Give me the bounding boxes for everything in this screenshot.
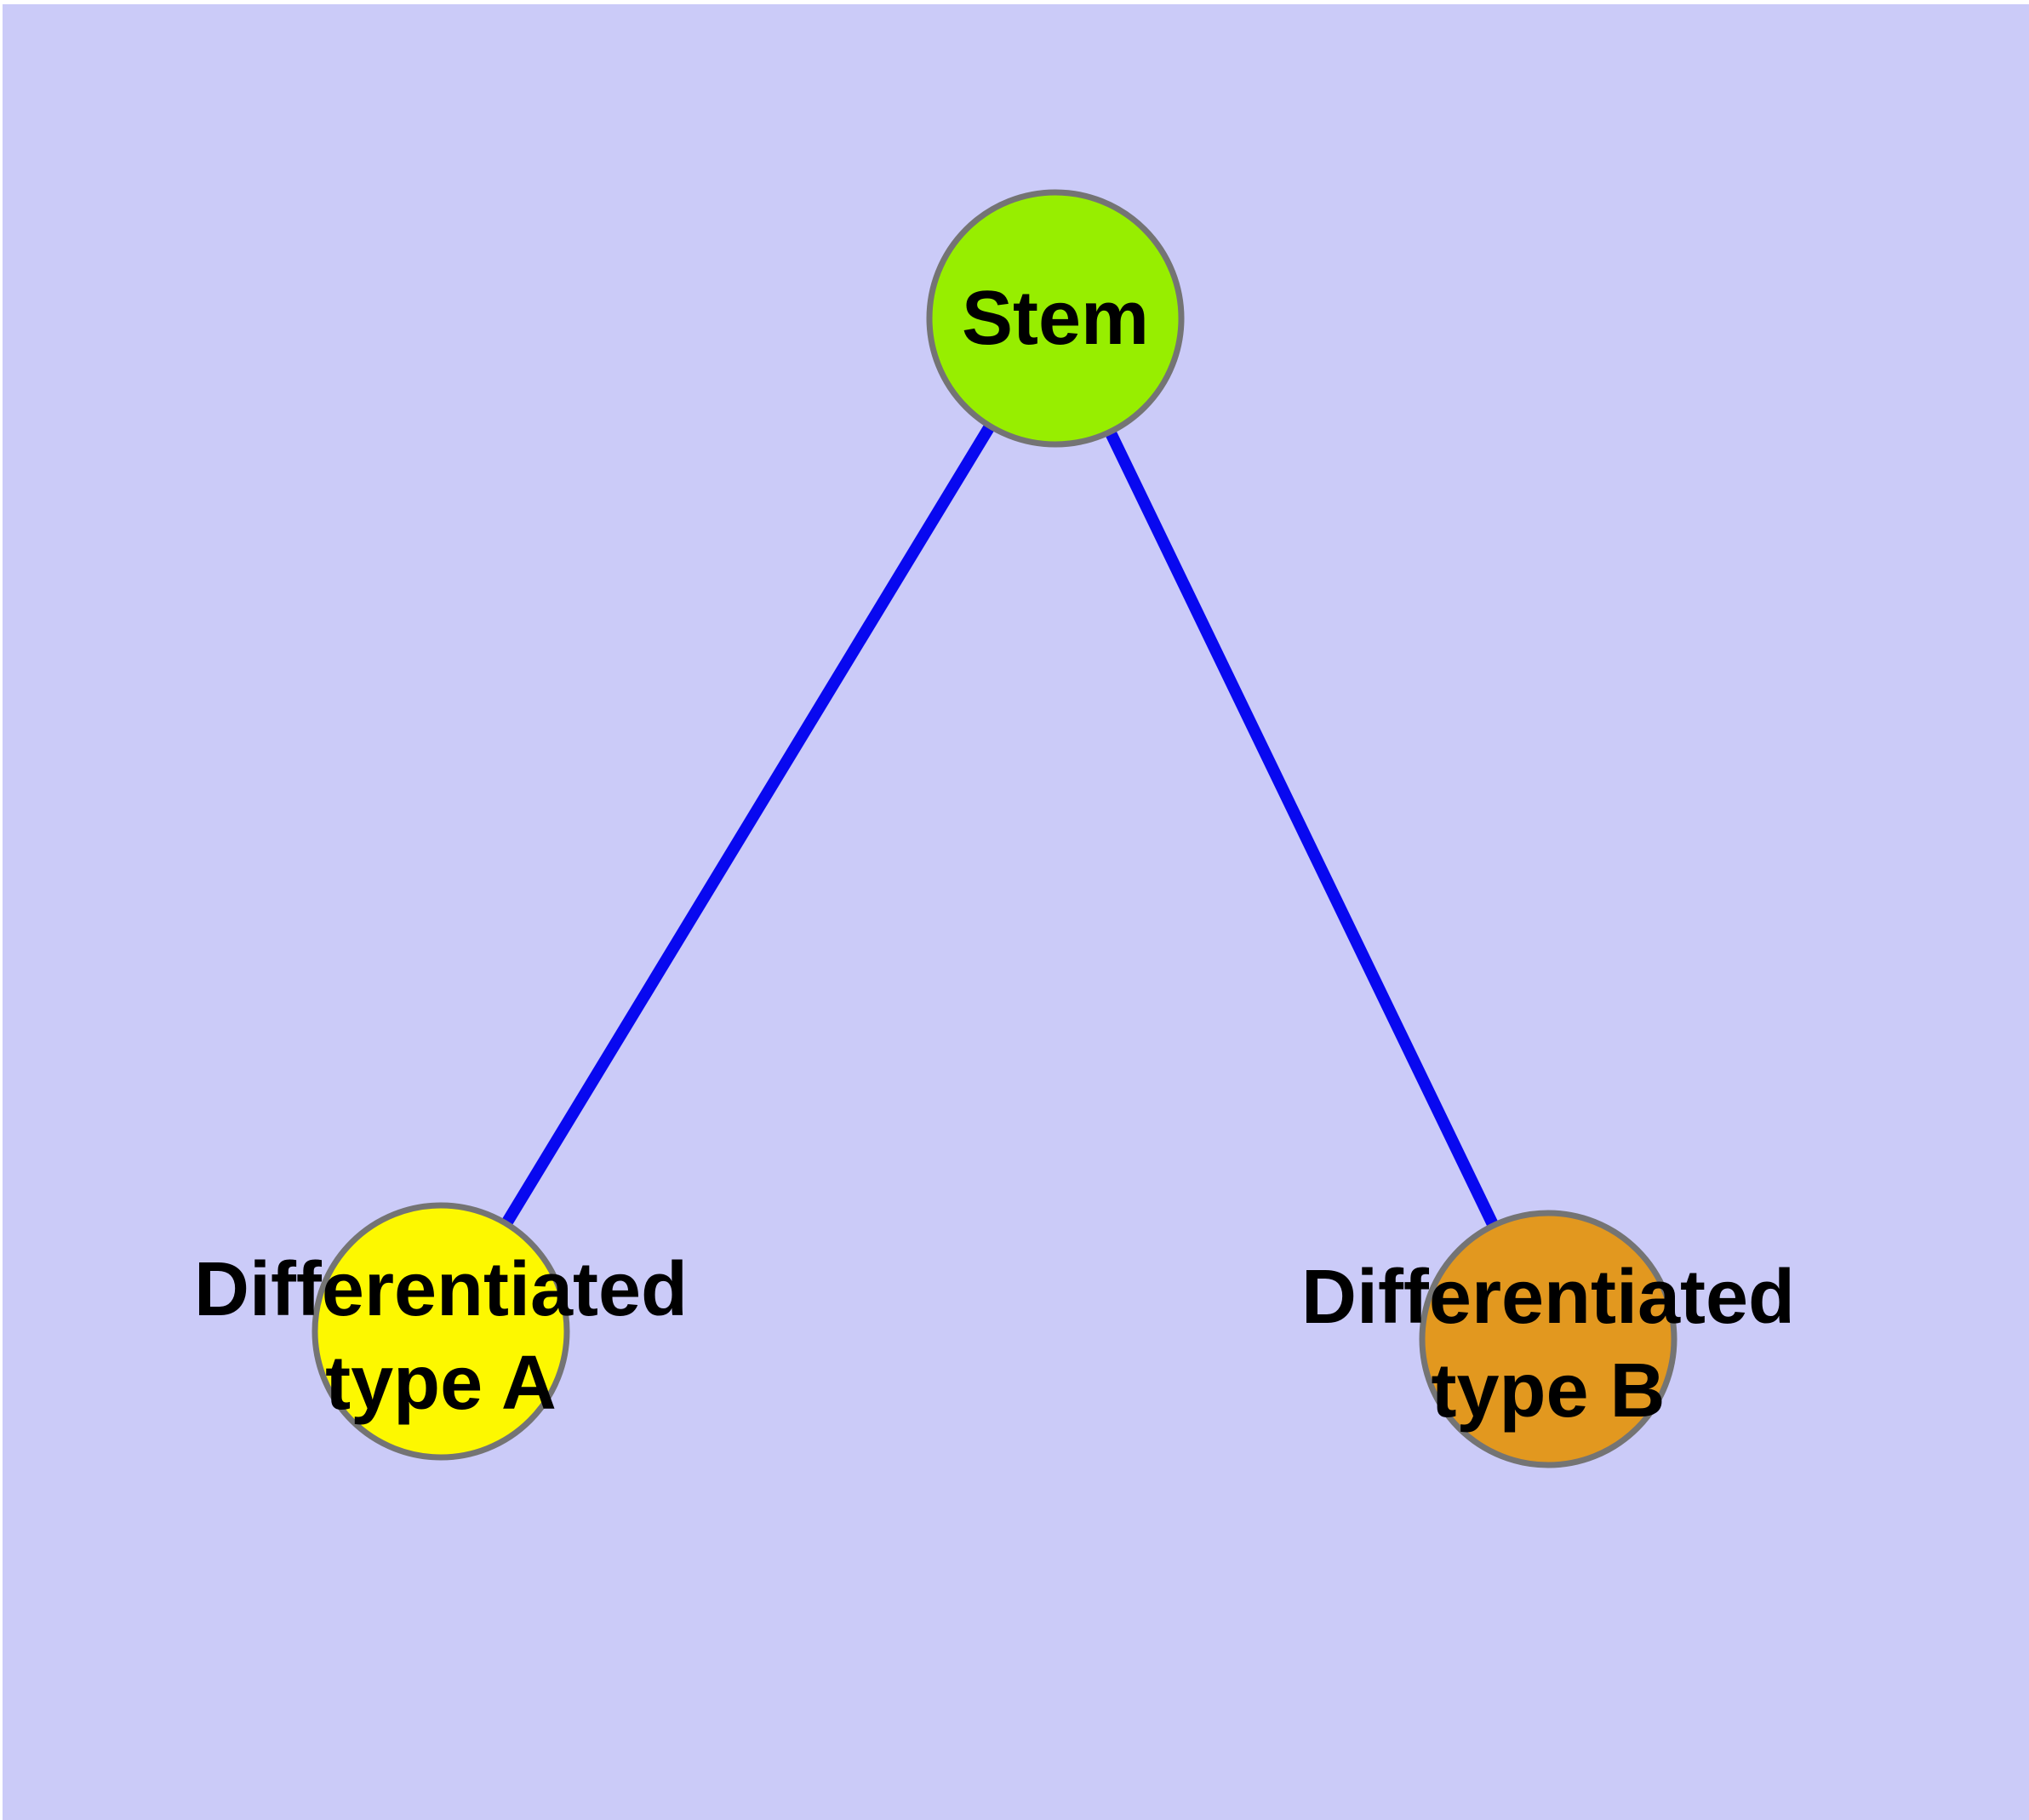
stem-node-label: Stem	[962, 276, 1149, 361]
type-b-node-label-line1: Differentiated	[1301, 1255, 1795, 1340]
stem-node-circle	[926, 189, 1185, 448]
edge-stem-to-type-b	[1049, 315, 1554, 1342]
type-a-node-label-line2: type A	[325, 1341, 557, 1426]
node-differentiated-type-a: Differentiated type A	[194, 1202, 688, 1461]
type-a-node-circle	[311, 1202, 570, 1461]
type-b-node-circle	[1419, 1210, 1677, 1468]
type-b-node-label-line2: type B	[1431, 1348, 1665, 1434]
node-differentiated-type-b: Differentiated type B	[1301, 1210, 1795, 1468]
node-stem: Stem	[926, 189, 1185, 448]
edge-stem-to-type-a	[436, 315, 1060, 1335]
type-a-node-label-line1: Differentiated	[194, 1247, 688, 1332]
